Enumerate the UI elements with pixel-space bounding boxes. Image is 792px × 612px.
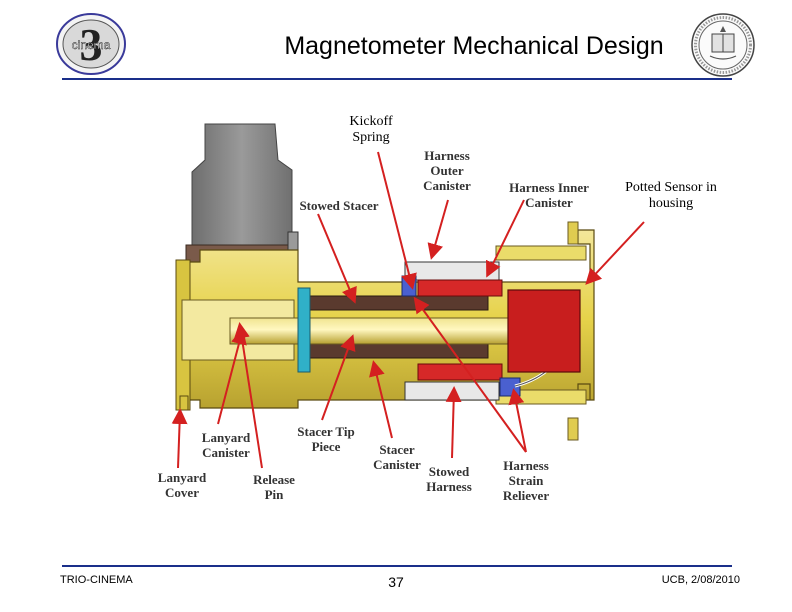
label-harness-strain-reliever: Harness Strain Reliever [502,458,550,503]
university-seal-icon [690,12,756,78]
callout-arrows [171,151,645,469]
label-lanyard-cover: Lanyard Cover [157,470,207,500]
label-lanyard-canister: Lanyard Canister [201,430,251,460]
arrow-release-pin [233,322,263,469]
arrow-harness-inner [486,199,525,278]
arrow-lanyard-cover [171,408,188,469]
arrow-stowed-stacer [317,213,357,304]
potted-sensor [507,289,581,373]
logo-text: cinema [72,38,111,52]
footer-rule [62,565,732,567]
arrow-stacer-tip [321,334,356,421]
label-stowed-stacer: Stowed Stacer [299,198,379,213]
arrow-strain-reliever-1 [413,296,527,453]
page-number: 37 [388,574,404,590]
arrow-strain-reliever-2 [508,388,527,453]
stacer-assembly [229,287,551,373]
arrow-stowed-harness [445,386,462,459]
arrow-lanyard-canister [217,328,247,425]
arrow-potted-sensor [585,221,645,285]
page-title: Magnetometer Mechanical Design [284,32,664,60]
cinema-logo: 3 cinema [54,12,128,76]
label-kickoff-spring: Kickoff Spring [349,114,393,145]
label-release-pin: Release Pin [253,472,295,502]
label-potted-sensor: Potted Sensor in housing [625,180,717,211]
footer-right: UCB, 2/08/2010 [661,574,740,586]
label-stacer-canister: Stacer Canister [373,442,421,472]
label-harness-outer-canister: Harness Outer Canister [423,148,471,193]
arrow-harness-outer [427,199,449,260]
label-harness-inner-canister: Harness Inner Canister [509,180,589,210]
logo-numeral: 3 [80,19,103,70]
header-rule [62,78,732,80]
footer-left: TRIO-CINEMA [60,574,133,586]
arrow-stacer-canister [369,360,393,439]
arrow-kickoff-spring [377,151,417,290]
label-stowed-harness: Stowed Harness [426,464,472,494]
label-stacer-tip-piece: Stacer Tip Piece [297,424,355,454]
